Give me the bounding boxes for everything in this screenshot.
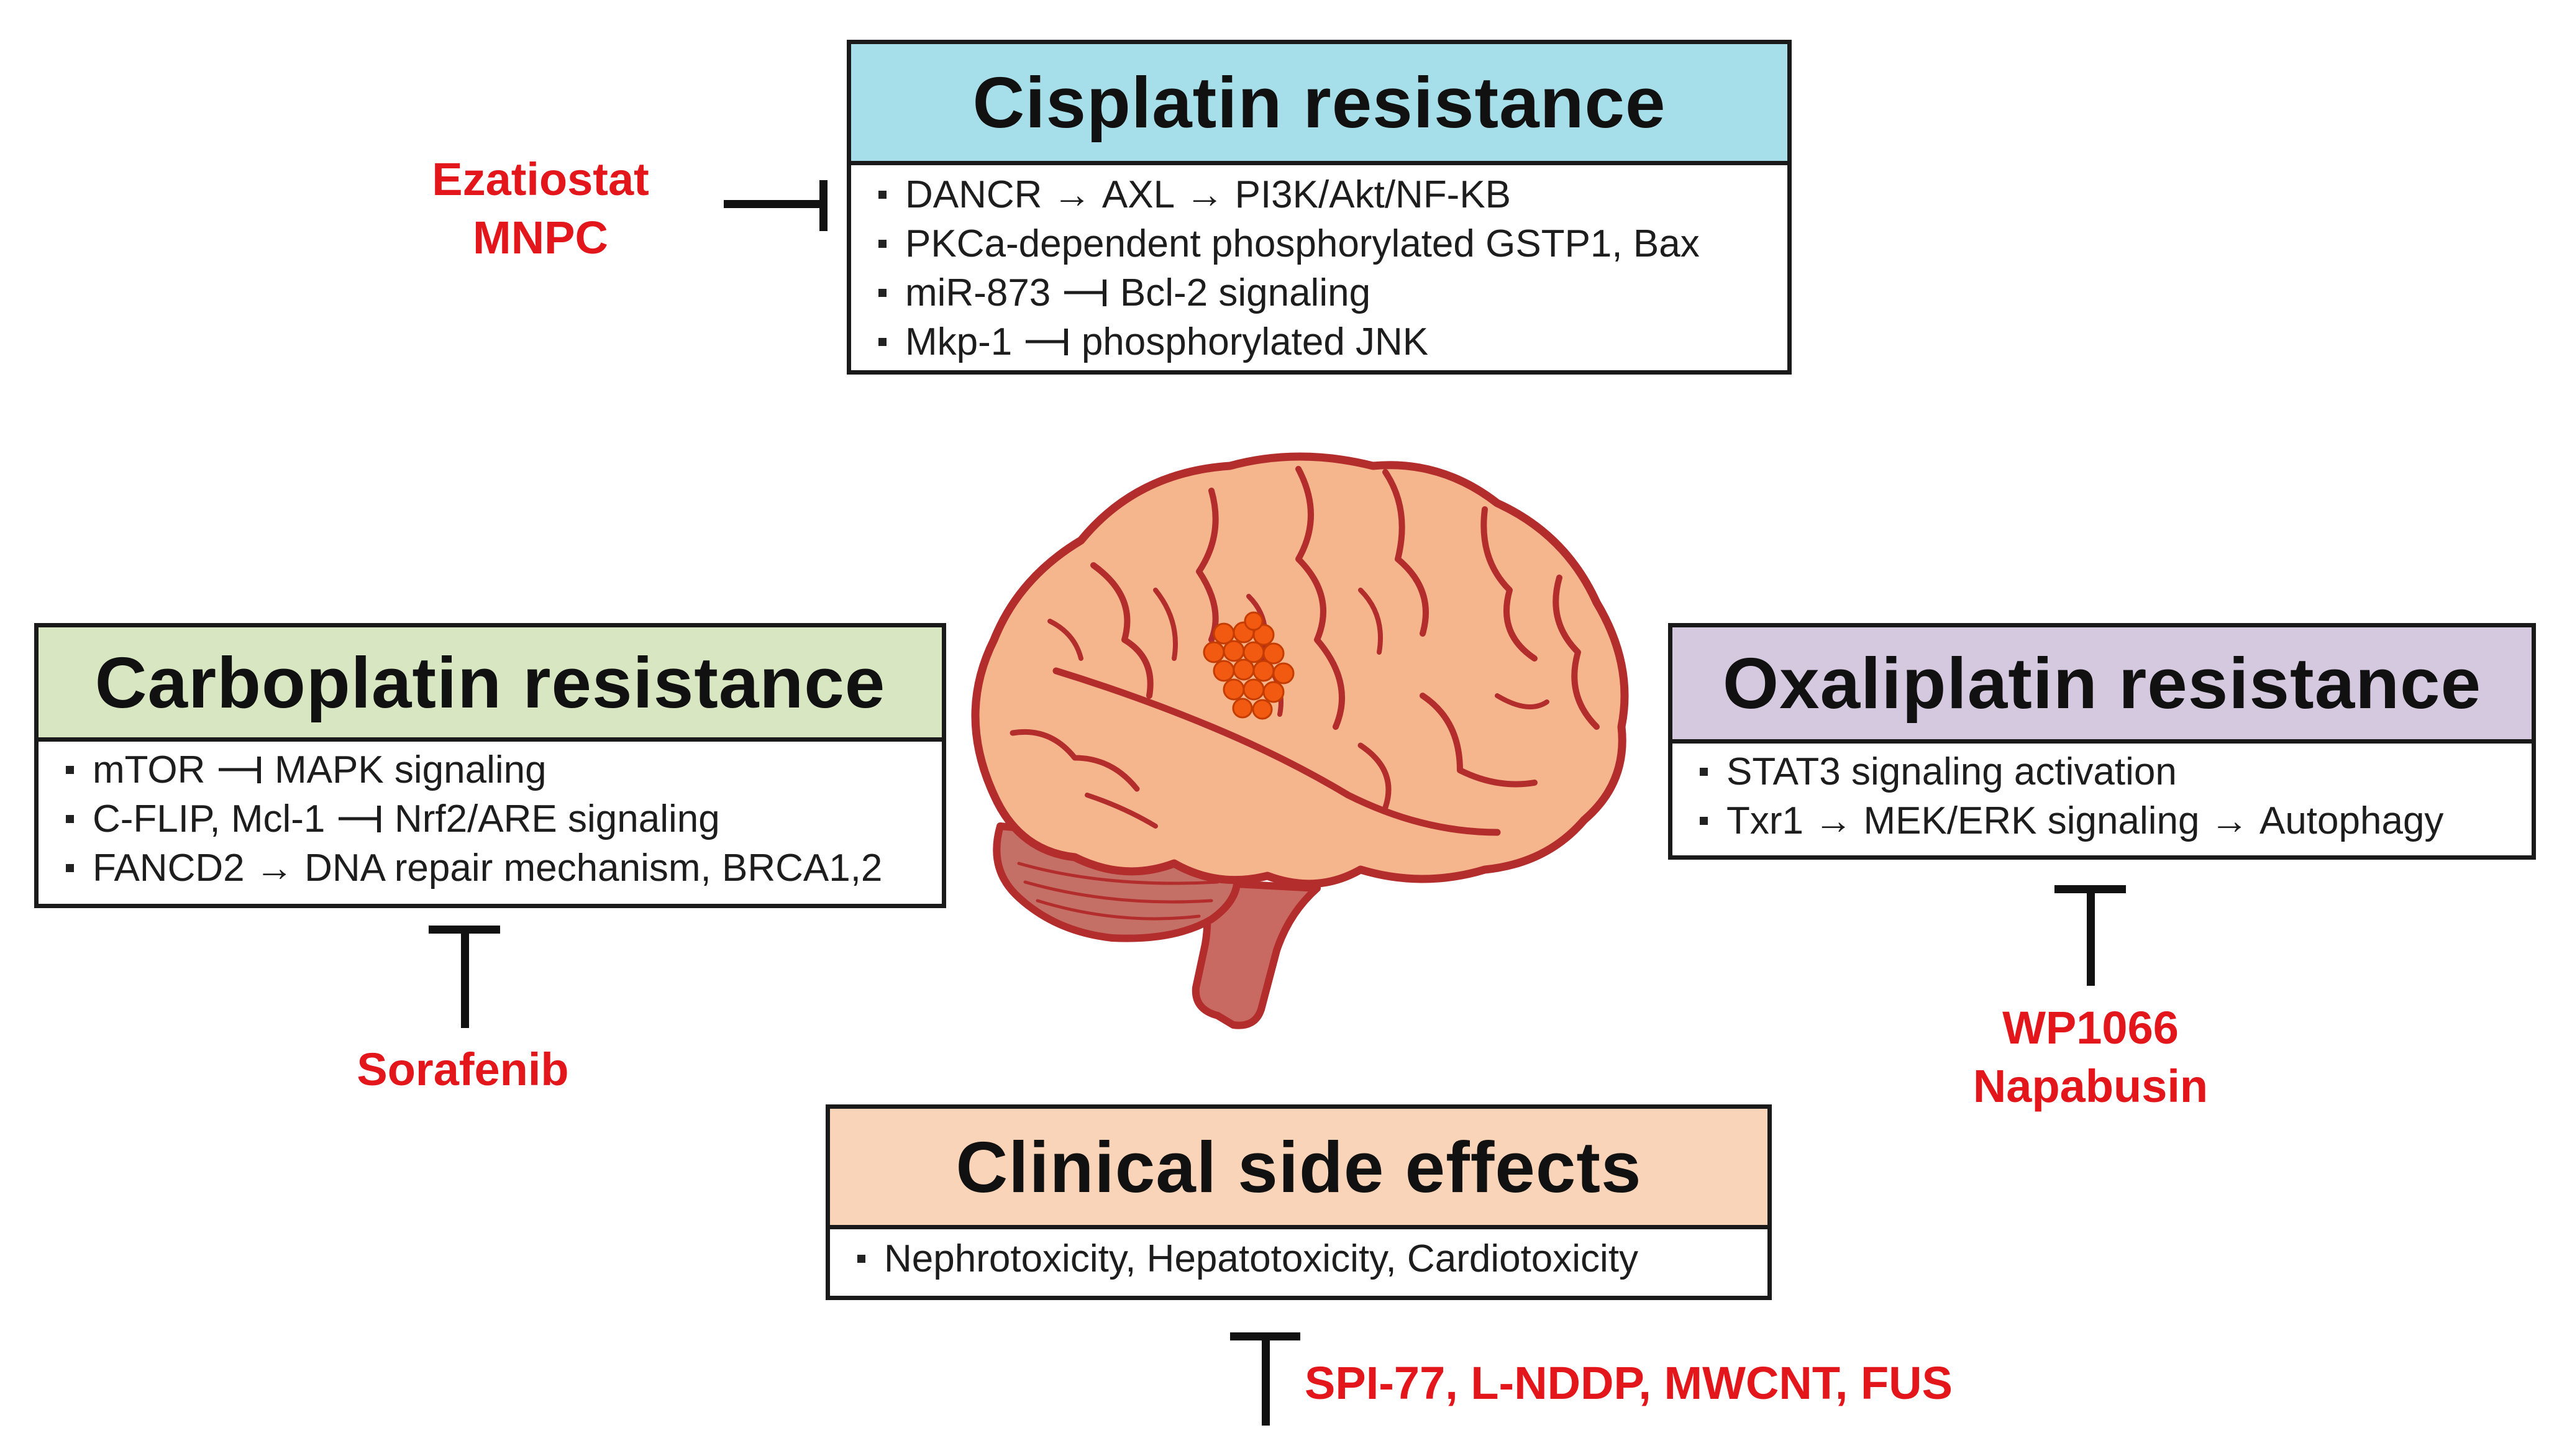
carboplatin-title: Carboplatin resistance [39,627,942,742]
side-effects-inhibit-bar [1262,1332,1270,1426]
oxaliplatin-item-1: STAT3 signaling activation [1700,747,2532,796]
side-effects-item-1: Nephrotoxicity, Hepatotoxicity, Cardioto… [857,1234,1767,1283]
carboplatin-item-3: FANCD2 → DNA repair mechanism, BRCA1,2 [66,844,942,893]
carboplatin-inhibitor-label: Sorafenib [357,1044,569,1095]
oxaliplatin-inhibitor-labels: WP1066 Napabusin [1972,1002,2209,1112]
cisplatin-box: Cisplatin resistance DANCR → AXL → PI3K/… [847,40,1792,375]
cisplatin-item-1: DANCR → AXL → PI3K/Akt/NF-KB [878,170,1787,219]
inhibit-arrow-icon [1026,328,1069,356]
inhibit-arrow-icon [219,756,262,784]
cisplatin-inhibitor-labels: Ezatiostat MNPC [432,153,649,263]
inhibit-arrow-icon [339,805,381,833]
oxaliplatin-title: Oxaliplatin resistance [1672,627,2532,744]
cisplatin-item-2: PKCa-dependent phosphorylated GSTP1, Bax [878,219,1787,268]
tumor-icon [1203,611,1295,720]
cisplatin-inhibit-bar [724,200,823,208]
cisplatin-title: Cisplatin resistance [851,44,1787,165]
brain-with-tumor-icon [971,452,1629,1029]
carboplatin-inhibit-bar [461,926,469,1028]
inhibit-arrow-icon [1064,279,1107,307]
oxaliplatin-item-2: Txr1 → MEK/ERK signaling → Autophagy [1700,796,2532,845]
side-effects-inhibitor-label: SPI-77, L-NDDP, MWCNT, FUS [1305,1357,1953,1409]
cisplatin-inhibit-cap [819,180,828,231]
oxaliplatin-box: Oxaliplatin resistance STAT3 signaling a… [1668,623,2536,860]
oxaliplatin-inhibit-bar [2087,885,2095,986]
side-effects-title: Clinical side effects [830,1109,1767,1229]
side-effects-box: Clinical side effects Nephrotoxicity, He… [826,1104,1772,1300]
